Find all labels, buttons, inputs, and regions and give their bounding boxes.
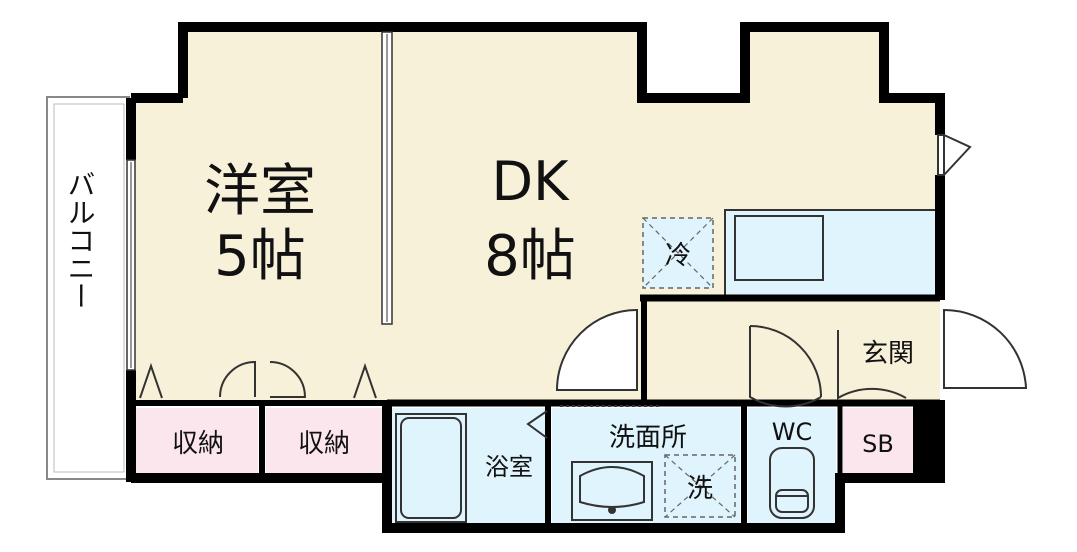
shoe-box [843,408,913,473]
dk-name: DK [492,150,571,213]
entrance-label: 玄関 [862,339,914,369]
balcony-label: バルコニー [64,170,97,310]
toilet-label: WC [772,418,813,446]
storage-right-label: 収納 [298,429,350,459]
kitchen-counter [724,209,938,297]
bathroom-label: 浴室 [485,453,533,481]
balcony [46,96,130,480]
bathtub [395,413,467,523]
western-room-size: 5帖 [214,224,306,289]
western-room-name: 洋室 [204,159,316,224]
swing-doors[interactable] [139,308,907,439]
interior-walls [131,294,940,528]
entrance-wall-block [913,403,945,481]
balcony-window [126,159,136,371]
sliding-door[interactable] [381,31,393,325]
washroom-label: 洗面所 [609,423,687,453]
storage-left-label: 収納 [172,429,224,459]
fridge-space [642,217,714,289]
washer-label: 洗 [687,474,713,504]
front-door[interactable] [937,134,1028,389]
washbasin [571,461,653,521]
storage-left [136,408,258,475]
toilet [769,447,815,519]
storage-right [266,408,382,475]
hall-floor [387,300,940,403]
western-room-floor [131,27,387,403]
fridge-label: 冷 [665,241,691,271]
shoe-box-label: SB [862,430,894,458]
washer-space [664,454,736,518]
dk-size: 8帖 [484,224,576,289]
